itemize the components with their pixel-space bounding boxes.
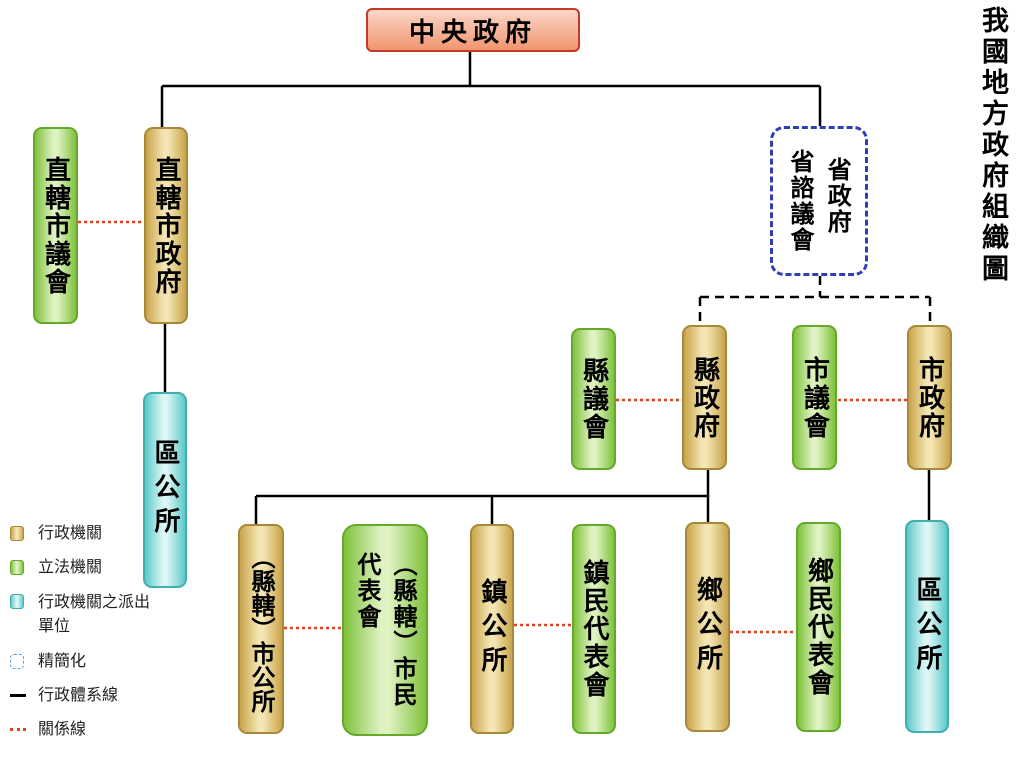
legend-dispatched-label: 行政機關之派出單位 (38, 592, 151, 635)
central-government-node: 中央政府 (366, 8, 580, 52)
township-office-node: 鄉公所 (685, 522, 730, 732)
direct-city-government-node: 直轄市政府 (144, 127, 188, 324)
city-government-node: 市政府 (907, 325, 952, 470)
town-office-label: 鎮公所 (477, 578, 507, 680)
direct-city-government-label: 直轄市政府 (151, 155, 181, 296)
direct-city-council-label: 直轄市議會 (40, 155, 71, 296)
province-node: 省政府 省諮議會 (770, 126, 868, 276)
county-council-node: 縣議會 (571, 328, 616, 470)
legend: 行政機關 立法機關 行政機關之派出單位 精簡化 行政體系線 關係線 (10, 522, 190, 752)
city-district-office-node: 區公所 (905, 520, 949, 733)
county-city-rep-label-line1: （縣轄）市民 (389, 552, 418, 708)
county-government-node: 縣政府 (682, 325, 727, 470)
legend-item-admin-line: 行政體系線 (10, 684, 190, 706)
province-government-label: 省政府 (823, 157, 853, 235)
town-office-node: 鎮公所 (470, 524, 514, 734)
county-city-office-label-line2: 市公所 (247, 641, 276, 713)
township-representative-council-node: 鄉民代表會 (796, 522, 841, 732)
county-city-office-node: （縣轄）市公所 (238, 524, 284, 734)
direct-city-district-office-node: 區公所 (143, 392, 187, 588)
township-office-label: 鄉公所 (692, 576, 723, 678)
county-city-rep-label-line2: 代表會 (353, 552, 382, 630)
direct-city-council-node: 直轄市議會 (33, 127, 78, 324)
legend-legislative-label: 立法機關 (38, 557, 103, 576)
dispatched-swatch-icon (10, 594, 24, 609)
direct-city-district-office-label: 區公所 (150, 439, 180, 541)
diagram-title: 我國地方政府組織圖 (977, 6, 1008, 285)
simplified-swatch-icon (10, 654, 24, 669)
dotted-line-icon (10, 728, 26, 731)
executive-swatch-icon (10, 526, 24, 541)
central-government-label: 中央政府 (408, 17, 537, 48)
legend-simplified-label: 精簡化 (38, 651, 87, 670)
legend-item-executive: 行政機關 (10, 522, 190, 544)
legend-executive-label: 行政機關 (38, 523, 103, 542)
city-district-office-label: 區公所 (912, 575, 942, 678)
town-representative-council-node: 鎮民代表會 (572, 524, 616, 734)
county-city-office-label-line1: （縣轄） (247, 545, 276, 641)
solid-line-icon (10, 694, 26, 697)
legend-item-legislative: 立法機關 (10, 556, 190, 578)
city-council-label: 市議會 (799, 355, 830, 440)
county-council-label: 縣議會 (578, 357, 609, 441)
legend-item-relation-line: 關係線 (10, 718, 190, 740)
city-government-label: 市政府 (914, 355, 945, 440)
county-city-representative-council-node: （縣轄）市民 代表會 (342, 524, 428, 736)
legend-relation-line-label: 關係線 (38, 719, 87, 738)
city-council-node: 市議會 (792, 325, 837, 470)
township-representative-council-label: 鄉民代表會 (803, 557, 834, 697)
county-government-label: 縣政府 (689, 355, 720, 440)
legend-admin-line-label: 行政體系線 (38, 685, 119, 704)
town-representative-council-label: 鎮民代表會 (579, 559, 609, 699)
province-consultative-council-label: 省諮議會 (786, 149, 815, 253)
legend-item-dispatched: 行政機關之派出單位 (10, 590, 158, 638)
legend-item-simplified: 精簡化 (10, 650, 190, 672)
legislative-swatch-icon (10, 560, 24, 575)
